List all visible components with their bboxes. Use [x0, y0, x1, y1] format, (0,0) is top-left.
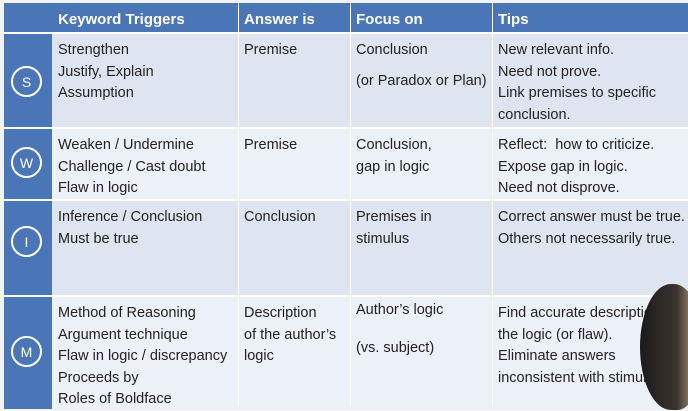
tips-cell: Correct answer must be true. Others not …: [498, 207, 688, 250]
table-row-weaken: W Weaken / Undermine Challenge / Cast do…: [4, 127, 688, 201]
tips-line: Reflect: how to criticize.: [498, 137, 655, 153]
letter-badge-m: M: [11, 336, 42, 367]
focus-line: [356, 322, 489, 338]
keyword-cell: Strengthen Justify, Explain Assumption: [58, 40, 238, 105]
tips-line: the logic (or flaw).: [498, 326, 613, 343]
header-focus-on: Focus on: [356, 11, 423, 28]
column-divider: [350, 3, 351, 407]
keyword-cell: Method of Reasoning Argument technique F…: [58, 303, 238, 411]
keyword-line: Inference / Conclusion: [58, 209, 203, 225]
column-divider: [492, 3, 493, 407]
header-answer-is: Answer is: [244, 11, 315, 28]
keyword-line: Strengthen: [58, 42, 129, 58]
tips-line: conclusion.: [498, 106, 571, 123]
letter-column: W: [4, 129, 52, 201]
tips-line: Need not prove.: [498, 63, 602, 80]
column-divider: [238, 3, 239, 407]
tips-line: Link premises to specific: [498, 85, 656, 101]
keyword-line: Must be true: [58, 230, 139, 247]
answer-line: Conclusion: [244, 209, 316, 225]
table-row-method: M Method of Reasoning Argument technique…: [4, 295, 688, 409]
keyword-line: Method of Reasoning: [58, 305, 196, 321]
focus-line: gap in logic: [356, 158, 430, 175]
keyword-line: Challenge / Cast doubt: [58, 158, 206, 175]
focus-line: [356, 62, 489, 71]
keyword-line: Assumption: [58, 85, 134, 101]
keyword-line: Justify, Explain: [58, 63, 154, 80]
table-row-strengthen: S Strengthen Justify, Explain Assumption…: [4, 32, 688, 129]
focus-line: (vs. subject): [356, 339, 435, 356]
focus-line: Premises in: [356, 209, 432, 225]
answer-cell: Conclusion: [244, 207, 350, 229]
keyword-line: Weaken / Undermine: [58, 137, 194, 153]
table-header: Keyword Triggers Answer is Focus on Tips: [4, 3, 688, 32]
focus-cell: Conclusion (or Paradox or Plan): [356, 40, 489, 92]
letter-column: M: [4, 297, 52, 409]
answer-line: of the author’s: [244, 326, 337, 343]
table-row-inference: I Inference / Conclusion Must be true Co…: [4, 199, 688, 297]
answer-line: logic: [244, 348, 274, 364]
tips-line: Expose gap in logic.: [498, 158, 628, 175]
keyword-cell: Weaken / Undermine Challenge / Cast doub…: [58, 135, 238, 200]
letter-column: S: [4, 34, 52, 129]
answer-line: Premise: [244, 42, 298, 58]
tips-cell: Reflect: how to criticize. Expose gap in…: [498, 135, 688, 200]
tips-line: Eliminate answers: [498, 348, 616, 364]
focus-cell: Conclusion, gap in logic: [356, 135, 489, 178]
strategy-table: Keyword Triggers Answer is Focus on Tips…: [4, 3, 688, 409]
tips-cell: Find accurate description of the logic (…: [498, 303, 688, 389]
keyword-cell: Inference / Conclusion Must be true: [58, 207, 238, 250]
answer-line: Premise: [244, 137, 298, 153]
answer-cell: Premise: [244, 40, 350, 62]
keyword-line: Flaw in logic / discrepancy: [58, 348, 228, 364]
keyword-line: Flaw in logic: [58, 180, 138, 196]
answer-cell: Description of the author’s logic: [244, 303, 350, 368]
focus-line: Conclusion: [356, 42, 428, 58]
answer-line: Description: [244, 305, 317, 321]
keyword-line: Proceeds by: [58, 369, 139, 386]
letter-badge-s: S: [11, 66, 42, 97]
keyword-line: Argument technique: [58, 326, 188, 343]
letter-badge-i: I: [11, 226, 42, 257]
tips-line: New relevant info.: [498, 42, 615, 58]
header-keyword-triggers: Keyword Triggers: [58, 11, 185, 28]
header-tips: Tips: [498, 11, 529, 28]
keyword-line: Roles of Boldface: [58, 391, 172, 407]
tips-line: Correct answer must be true.: [498, 209, 685, 225]
presenter-silhouette: [640, 284, 688, 410]
focus-line: Conclusion,: [356, 137, 432, 153]
tips-line: Need not disprove.: [498, 180, 620, 196]
tips-cell: New relevant info. Need not prove. Link …: [498, 40, 688, 126]
letter-column: I: [4, 201, 52, 297]
tips-line: Find accurate description of: [498, 305, 677, 321]
tips-line: Others not necessarily true.: [498, 230, 676, 247]
answer-cell: Premise: [244, 135, 350, 157]
tips-line: inconsistent with stimul: [498, 369, 647, 386]
focus-line: (or Paradox or Plan): [356, 72, 487, 89]
focus-cell: Premises in stimulus: [356, 207, 489, 250]
letter-badge-w: W: [11, 147, 42, 178]
focus-line: stimulus: [356, 230, 410, 247]
focus-line: Author’s logic: [356, 302, 444, 318]
focus-cell: Author’s logic (vs. subject): [356, 300, 489, 359]
